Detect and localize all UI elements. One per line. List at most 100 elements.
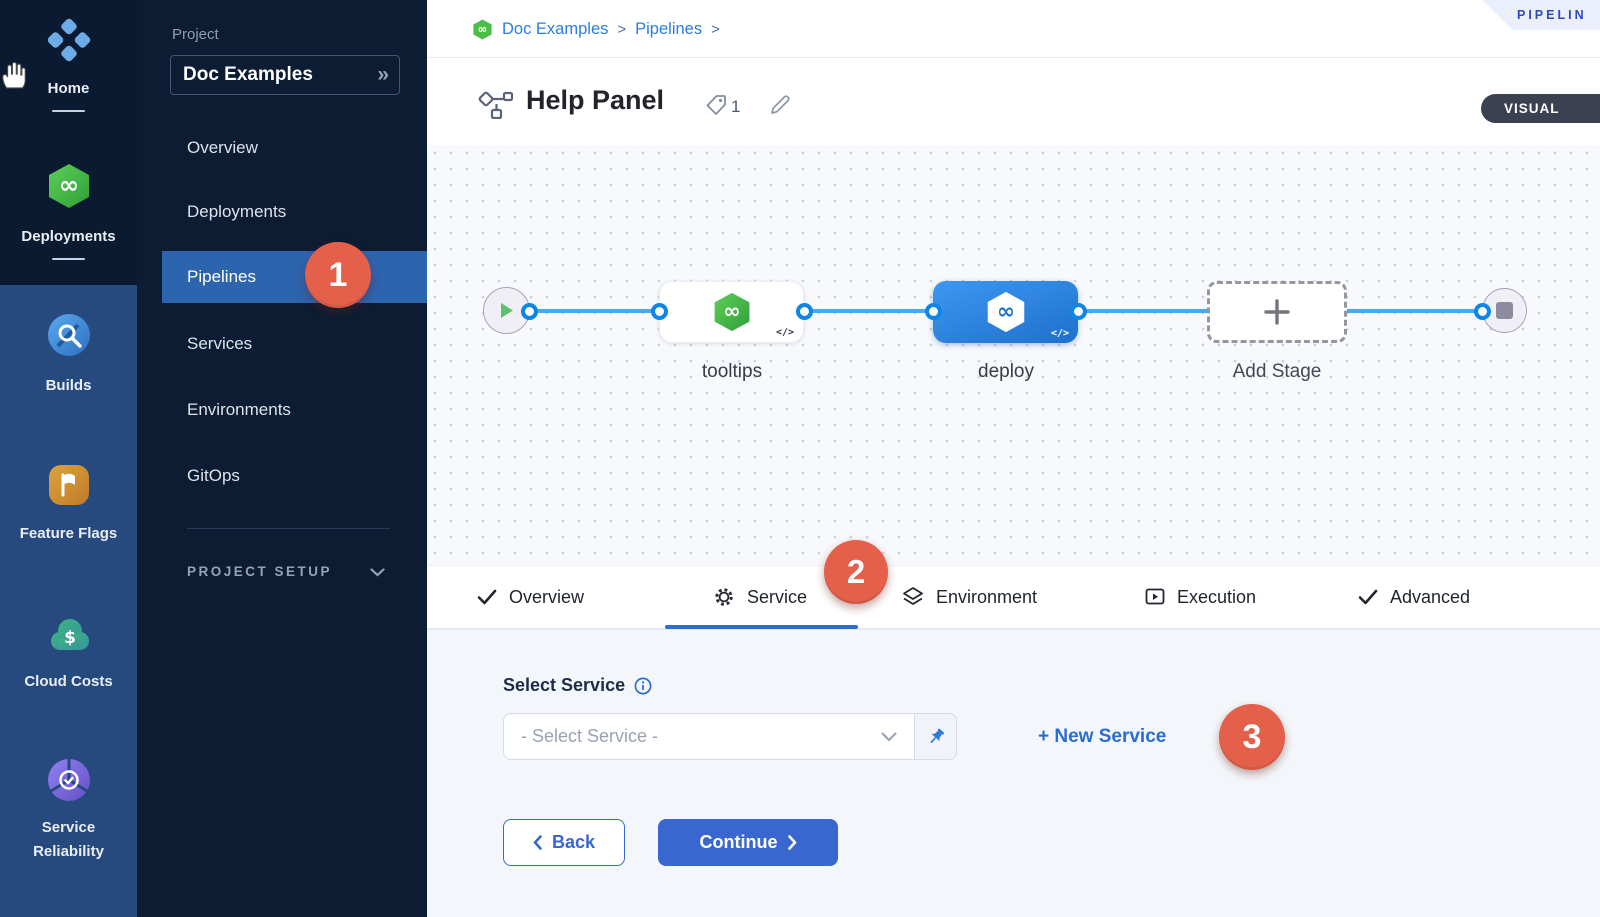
code-icon: </> [1050, 328, 1069, 339]
harness-project-icon: ∞ [473, 18, 492, 40]
add-stage-label: Add Stage [1232, 361, 1322, 382]
callout-badge-2: 2 [824, 540, 888, 604]
service-reliability-icon[interactable] [47, 758, 91, 802]
tab-advanced[interactable]: Advanced [1358, 566, 1470, 628]
project-sidebar: Project Doc Examples » Overview Deployme… [137, 0, 427, 917]
tab-label: Overview [509, 586, 585, 607]
project-expand-icon[interactable]: » [377, 63, 389, 86]
info-icon[interactable] [634, 677, 652, 695]
pin-service-button[interactable] [915, 713, 957, 760]
builds-icon[interactable] [47, 313, 91, 357]
stage-tabs: Overview Service Environment [427, 565, 1600, 629]
cloud-costs-icon[interactable]: $ [46, 615, 92, 655]
plus-icon [1264, 299, 1290, 325]
service-select-row: - Select Service - [503, 713, 957, 760]
rail-item-feature-flags[interactable]: Feature Flags [19, 525, 118, 542]
rail-item-builds[interactable]: Builds [45, 377, 92, 394]
rail-item-service-reliability[interactable]: Service Reliability [33, 819, 104, 860]
stop-icon [1496, 302, 1513, 319]
tag-icon[interactable] [705, 94, 727, 116]
layers-icon [903, 587, 923, 605]
pin-icon [930, 728, 944, 743]
home-active-underline [52, 110, 85, 112]
tab-overview[interactable]: Overview [477, 566, 584, 628]
chevron-down-icon [881, 732, 897, 741]
gear-icon [715, 588, 733, 606]
service-select-placeholder: - Select Service - [521, 726, 659, 746]
active-tab-underline [665, 625, 858, 629]
feature-flags-icon[interactable] [47, 463, 91, 507]
breadcrumb-separator: > [617, 20, 627, 38]
rail-item-deployments[interactable]: Deployments [21, 228, 116, 245]
back-button-label: Back [551, 832, 596, 852]
continue-button[interactable]: Continue [658, 819, 838, 866]
title-bar: Help Panel 1 VISUAL [427, 59, 1600, 145]
sidebar-item-overview[interactable]: Overview [187, 138, 258, 157]
tab-execution[interactable]: Execution [1145, 566, 1256, 628]
module-rail: Home ∞ Deployments Builds Feature Flags [0, 0, 137, 917]
sidebar-item-gitops[interactable]: GitOps [187, 466, 240, 485]
project-section-label: Project [172, 26, 219, 43]
callout-badge-1: 1 [305, 242, 371, 308]
connector-port [520, 302, 538, 320]
tab-environment[interactable]: Environment [902, 566, 1037, 628]
check-icon [477, 589, 497, 605]
stage-label-deploy: deploy [978, 361, 1034, 382]
harness-stage-icon: ∞ [714, 292, 749, 332]
back-button[interactable]: Back [503, 819, 625, 866]
play-icon [501, 303, 513, 318]
tab-label: Execution [1177, 586, 1257, 607]
project-name: Doc Examples [183, 64, 313, 85]
deployments-active-underline [52, 258, 85, 260]
breadcrumb-link-pipelines[interactable]: Pipelines [635, 19, 703, 38]
breadcrumb: ∞ Doc Examples > Pipelines > [472, 0, 720, 58]
select-service-heading: Select Service [503, 675, 652, 696]
connector-line [804, 309, 933, 313]
add-stage-button[interactable] [1207, 281, 1347, 343]
new-service-link[interactable]: + New Service [1038, 726, 1167, 747]
chevron-down-icon[interactable] [370, 568, 385, 577]
svg-text:∞: ∞ [59, 171, 79, 199]
service-config-panel: Select Service - Select Service - [427, 629, 1600, 917]
visual-yaml-toggle[interactable]: VISUAL [1481, 94, 1600, 123]
sidebar-item-services[interactable]: Services [187, 334, 253, 353]
project-selector[interactable]: Doc Examples » [170, 55, 400, 95]
select-service-label: Select Service [503, 675, 626, 695]
stage-card-tooltips[interactable]: ∞ </> [659, 281, 804, 343]
tab-service[interactable]: Service [713, 566, 807, 628]
sidebar-divider [187, 528, 390, 529]
stage-label-tooltips: tooltips [701, 361, 763, 382]
rail-item-cloud-costs[interactable]: Cloud Costs [24, 673, 113, 690]
sidebar-item-pipelines[interactable]: Pipelines [187, 267, 256, 286]
edit-pencil-icon[interactable] [768, 93, 792, 117]
home-icon[interactable] [47, 18, 91, 62]
service-select-dropdown[interactable]: - Select Service - [503, 713, 915, 760]
sidebar-item-environments[interactable]: Environments [187, 400, 291, 419]
svg-text:∞: ∞ [996, 299, 1014, 324]
page-title: Help Panel [526, 85, 665, 115]
connector-port [924, 302, 942, 320]
project-setup-toggle[interactable]: PROJECT SETUP [187, 564, 333, 579]
play-square-icon [1145, 588, 1165, 605]
breadcrumb-link-project[interactable]: Doc Examples [502, 19, 609, 38]
hand-cursor [2, 61, 26, 89]
svg-text:∞: ∞ [478, 22, 488, 36]
active-item-highlight [162, 251, 427, 303]
sidebar-item-deployments[interactable]: Deployments [187, 202, 287, 221]
tag-count: 1 [731, 97, 741, 116]
connector-line [529, 309, 659, 313]
breadcrumb-separator: > [711, 20, 720, 38]
check-icon [1358, 589, 1378, 605]
stage-card-deploy[interactable]: ∞ </> [933, 281, 1078, 343]
harness-stage-icon-selected: ∞ [987, 291, 1024, 333]
rail-item-home[interactable]: Home [47, 80, 90, 97]
chevron-right-icon [787, 835, 796, 850]
code-icon: </> [775, 327, 794, 338]
pipeline-canvas[interactable]: ∞ </> tooltips ∞ </> deploy Add Stage [427, 145, 1600, 565]
deployments-icon[interactable]: ∞ [46, 163, 92, 209]
connector-port [650, 302, 668, 320]
chevron-left-icon [533, 835, 542, 850]
tab-label: Service [747, 586, 808, 607]
connector-port [795, 302, 813, 320]
